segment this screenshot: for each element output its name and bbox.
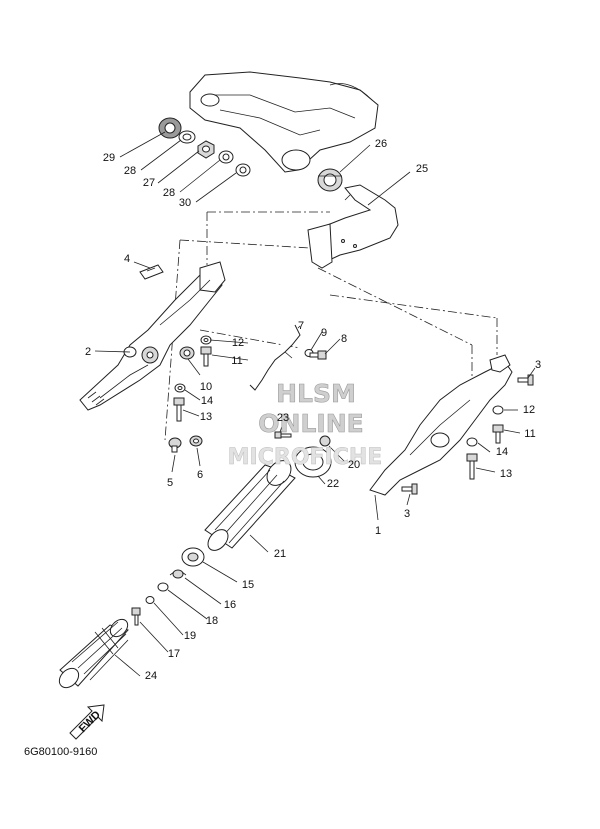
callout-29: 29 <box>103 152 115 164</box>
callout-12-left: 12 <box>232 337 244 349</box>
callout-3-lower: 3 <box>404 508 410 520</box>
steering-arm-bracket-25 <box>307 184 399 269</box>
assembly-reference-lines <box>164 211 498 441</box>
screw-3-upper <box>517 374 534 386</box>
callout-16: 16 <box>224 599 236 611</box>
callout-28-lower: 28 <box>163 187 175 199</box>
bushing-26 <box>317 168 343 192</box>
washer-28-upper <box>178 130 196 144</box>
callout-5: 5 <box>167 477 173 489</box>
nut-27 <box>197 140 215 159</box>
callout-1: 1 <box>375 525 381 537</box>
bolt-13-right <box>466 453 478 480</box>
bushing-10 <box>179 346 195 360</box>
callout-21: 21 <box>274 548 286 560</box>
callout-11-left: 11 <box>231 355 242 367</box>
grip-24 <box>58 618 129 689</box>
callout-22: 22 <box>327 478 339 490</box>
grommet-29 <box>158 117 182 139</box>
callout-11-right: 11 <box>524 428 535 440</box>
callout-24: 24 <box>145 670 157 682</box>
washer-14-left <box>174 383 186 393</box>
screw-17 <box>131 607 141 626</box>
label-plate-4 <box>139 264 164 280</box>
washer-12-left <box>200 335 212 345</box>
callout-25: 25 <box>416 163 428 175</box>
washer-30 <box>235 163 251 177</box>
nut-20 <box>319 435 331 447</box>
callout-8: 8 <box>341 333 347 345</box>
callout-6: 6 <box>197 469 203 481</box>
callout-14-left: 14 <box>201 395 213 407</box>
callout-labels: 1 2 3 3 4 5 6 7 8 9 10 11 11 12 12 13 13… <box>85 138 541 682</box>
callout-20: 20 <box>348 459 360 471</box>
bolt-8 <box>309 350 327 360</box>
spring-16 <box>169 569 187 579</box>
bolt-11-right <box>492 424 504 444</box>
callout-23: 23 <box>277 412 289 424</box>
callout-10: 10 <box>200 381 212 393</box>
bolt-11-left <box>200 346 212 367</box>
washer-12-right <box>492 405 504 415</box>
washer-19 <box>145 596 155 604</box>
callout-18: 18 <box>206 615 218 627</box>
callout-leader-lines <box>94 131 536 677</box>
steering-bracket-outline <box>189 71 379 173</box>
callout-13-right: 13 <box>500 468 512 480</box>
fitting-5 <box>168 437 182 453</box>
callout-13-left: 13 <box>200 411 212 423</box>
callout-19: 19 <box>184 630 196 642</box>
screw-23 <box>274 431 292 439</box>
callout-28-upper: 28 <box>124 165 136 177</box>
callout-14-right: 14 <box>496 446 508 458</box>
washer-14-right <box>466 437 478 447</box>
callout-3-upper: 3 <box>535 359 541 371</box>
steering-handle-2 <box>79 261 226 411</box>
callout-26: 26 <box>375 138 387 150</box>
watermark-line2: ONLINE <box>258 409 363 438</box>
callout-15: 15 <box>242 579 254 591</box>
callout-7: 7 <box>298 320 304 332</box>
clip-7 <box>249 324 301 391</box>
collar-22 <box>294 446 332 478</box>
bushing-15 <box>181 547 205 567</box>
diagram-code: 6G80100-9160 <box>24 746 97 758</box>
steering-handle-1 <box>369 354 513 496</box>
cap-6 <box>189 435 203 447</box>
callout-27: 27 <box>143 177 155 189</box>
callout-17: 17 <box>168 648 180 660</box>
watermark-line3: MICROFICHE <box>228 445 383 470</box>
watermark: HLSM ONLINE MICROFICHE <box>227 379 383 471</box>
washer-28-lower <box>218 150 234 164</box>
fwd-arrow-icon: FWD <box>69 704 105 740</box>
callout-9: 9 <box>321 327 327 339</box>
throttle-shaft-21 <box>204 460 296 551</box>
screw-3-lower <box>401 483 418 495</box>
watermark-line1: HLSM <box>276 379 356 408</box>
callout-4: 4 <box>124 253 130 265</box>
bolt-13-left <box>173 397 185 422</box>
callout-12-right: 12 <box>523 404 535 416</box>
washer-18 <box>157 582 169 592</box>
callout-2: 2 <box>85 346 91 358</box>
callout-30: 30 <box>179 197 191 209</box>
